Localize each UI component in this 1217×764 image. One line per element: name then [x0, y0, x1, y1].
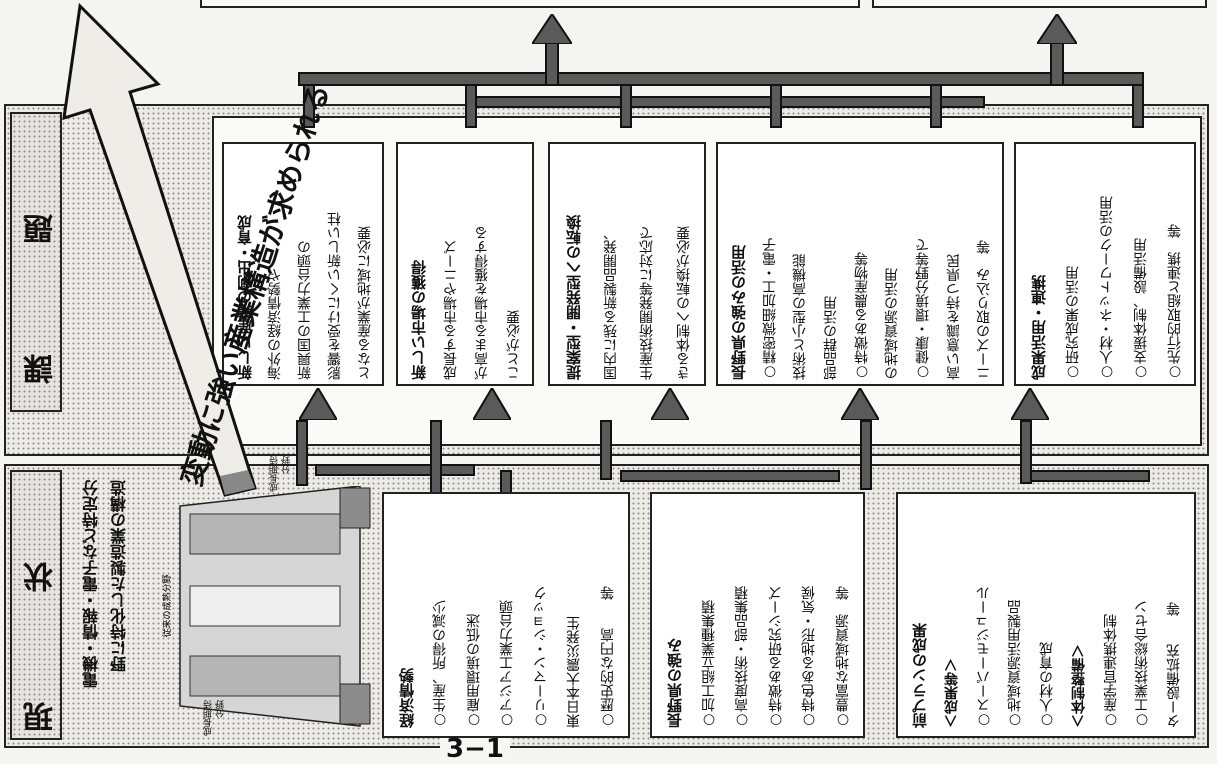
- current-line: ○高度技術・部品集積: [726, 502, 760, 728]
- top-frame-right: [872, 0, 1207, 8]
- growth-field-top: [340, 488, 370, 528]
- mature-field-stripe-2: [190, 586, 340, 626]
- issue-line: ○精密微細加工・電子: [755, 150, 786, 380]
- current-box-2: 長野県の強み○加工組立業種集積○高度技術・部品集積○特徴ある研究シーズ○特色ある…: [650, 492, 865, 738]
- issue-box-2: 新しい市場の獲得成長する市場やニーズが高まる市場を獲得することが必要: [396, 142, 534, 386]
- current-line: ○人材の育成: [1032, 520, 1064, 728]
- issue-title: 長野県の強みの活用: [724, 150, 755, 380]
- top-connector-horizontal-2: [465, 96, 985, 108]
- issue-top-stub-5: [1132, 84, 1144, 128]
- current-line: ○アジア工業力台頭: [491, 502, 524, 728]
- issue-line: となる産業が地域に必要: [350, 150, 380, 380]
- current-line: ○生産、所得の減少: [424, 502, 457, 728]
- current-line: ○雇用環境の低迷: [458, 502, 491, 728]
- issue-arrow-5: [1011, 388, 1049, 420]
- issue-arrow-2: [473, 388, 511, 420]
- current-line: ○地域資源活用製品: [1000, 520, 1032, 728]
- current-title: 経済情勢: [391, 522, 424, 728]
- issue-line: ○特徴ある農産物等: [847, 150, 878, 380]
- current-title: 長野県の強み: [659, 522, 693, 728]
- current-line: ○加工組立業種集積: [693, 502, 727, 728]
- top-connector-right-riser: [1050, 40, 1064, 86]
- structure-desc-line-1: 電機・情報・電子など特定分: [80, 480, 104, 688]
- issue-line: が高まる市場を獲得する: [467, 150, 499, 380]
- top-arrow-left: [532, 14, 572, 44]
- issue-line: ことが必要: [499, 150, 531, 380]
- current-line: ター設備拡充 等: [1159, 520, 1191, 728]
- issue-line: きる体制への転換が必要: [666, 150, 703, 380]
- growth-field-bottom: [340, 684, 370, 724]
- issue-arrow-1: [299, 388, 337, 420]
- issue-line: ○研究成果の活用: [1056, 150, 1090, 380]
- current-line: ○スーパーモジュール: [969, 520, 1001, 728]
- current-line: ○工業技術総合セン: [1127, 520, 1159, 728]
- mid-connector-6: [620, 470, 840, 482]
- issue-line: ニーズの取り込み 等: [969, 164, 1000, 380]
- issue-top-stub-1: [465, 84, 477, 128]
- issue-box-3: 提案型・開発型への転換国内に残る新製品開発、生産技術開発等に対応できる体制への転…: [548, 142, 706, 386]
- issue-line: 生産技術開発等に対応で: [629, 150, 666, 380]
- issue-line: ○健康・環境分野等で: [908, 150, 939, 380]
- top-connector-horizontal: [298, 72, 1144, 86]
- top-frame-left: [200, 0, 860, 8]
- current-line: ＜成果等＞: [937, 502, 969, 728]
- mature-field-stripe-1: [190, 514, 340, 554]
- mid-connector-7: [860, 420, 872, 490]
- issue-line: 高い意識を持つ県民: [939, 164, 970, 380]
- current-line: 東日本大震災発生: [558, 520, 591, 728]
- structure-diagram: 従来の成熟分野: [150, 486, 375, 731]
- current-box-1: 経済情勢○生産、所得の減少○雇用環境の低迷○アジア工業力台頭○リーマン・ショック…: [382, 492, 630, 738]
- issue-box-5: 成果活用・連携○研究成果の活用○人材・ネットワークの活用○支援体制、設備活用○先…: [1014, 142, 1196, 386]
- current-line: ○特色ある地形・気候: [793, 502, 827, 728]
- issue-line: ○先行的取組と連携 等: [1158, 150, 1192, 380]
- issue-box-4: 長野県の強みの活用○精密微細加工・電子技術と小型の高機能部品群の活用○特徴ある農…: [716, 142, 1004, 386]
- current-label-box: 現 状: [10, 470, 62, 740]
- issue-line: 影響を受けにくい新しい柱: [320, 150, 350, 380]
- issue-line: 技術と小型の高機能: [785, 164, 816, 380]
- mid-connector-5: [600, 420, 612, 480]
- issue-title: 提案型・開発型への転換: [556, 150, 593, 380]
- current-line: ＜体制整備＞: [1064, 502, 1096, 728]
- mid-connector-2: [315, 464, 475, 476]
- mature-field-stripe-3: [190, 656, 340, 696]
- growth-field-label-top-2: 分野: [214, 700, 227, 718]
- issue-top-stub-4: [930, 84, 942, 128]
- issue-top-stub-2: [620, 84, 632, 128]
- current-line: ○歴史的な円高 等: [592, 502, 625, 728]
- current-label: 現 状: [20, 522, 64, 732]
- issue-line: 成長する市場やニーズ: [436, 164, 468, 380]
- issue-line: の地域資源の活用: [877, 164, 908, 380]
- current-line: ○特徴ある研究シーズ: [760, 502, 794, 728]
- page-number: 3−1: [440, 738, 510, 760]
- mature-field-label: 従来の成熟分野: [161, 574, 173, 637]
- mid-connector-1: [296, 420, 308, 486]
- big-arrow: [20, 0, 270, 500]
- issue-line: ○支援体制、設備活用: [1124, 150, 1158, 380]
- current-title: 前プランの成果: [905, 522, 937, 728]
- growth-field-label-bottom-2: 分野: [280, 456, 293, 474]
- issue-arrow-3: [651, 388, 689, 420]
- issue-title: 新しい市場の獲得: [404, 150, 436, 380]
- current-line: ○リーマン・ショック: [525, 502, 558, 728]
- issue-line: ○人材・ネットワークの活用: [1090, 150, 1124, 380]
- current-line: ○豊富な地域資源 等: [827, 502, 861, 728]
- top-arrow-right: [1037, 14, 1077, 44]
- current-line: ○産学官連携体制: [1096, 520, 1128, 728]
- issue-line: 国内に残る新製品開発、: [593, 164, 630, 380]
- mid-connector-9: [1030, 470, 1150, 482]
- issue-title: 成果活用・連携: [1022, 150, 1056, 380]
- top-connector-left-riser: [545, 40, 559, 86]
- issue-arrow-4: [841, 388, 879, 420]
- current-box-3: 前プランの成果＜成果等＞○スーパーモジュール○地域資源活用製品○人材の育成＜体制…: [896, 492, 1196, 738]
- issue-line: 部品群の活用: [816, 164, 847, 380]
- structure-desc-line-2: 野に特化した製造業の構造: [108, 480, 132, 672]
- issue-top-stub-3: [770, 84, 782, 128]
